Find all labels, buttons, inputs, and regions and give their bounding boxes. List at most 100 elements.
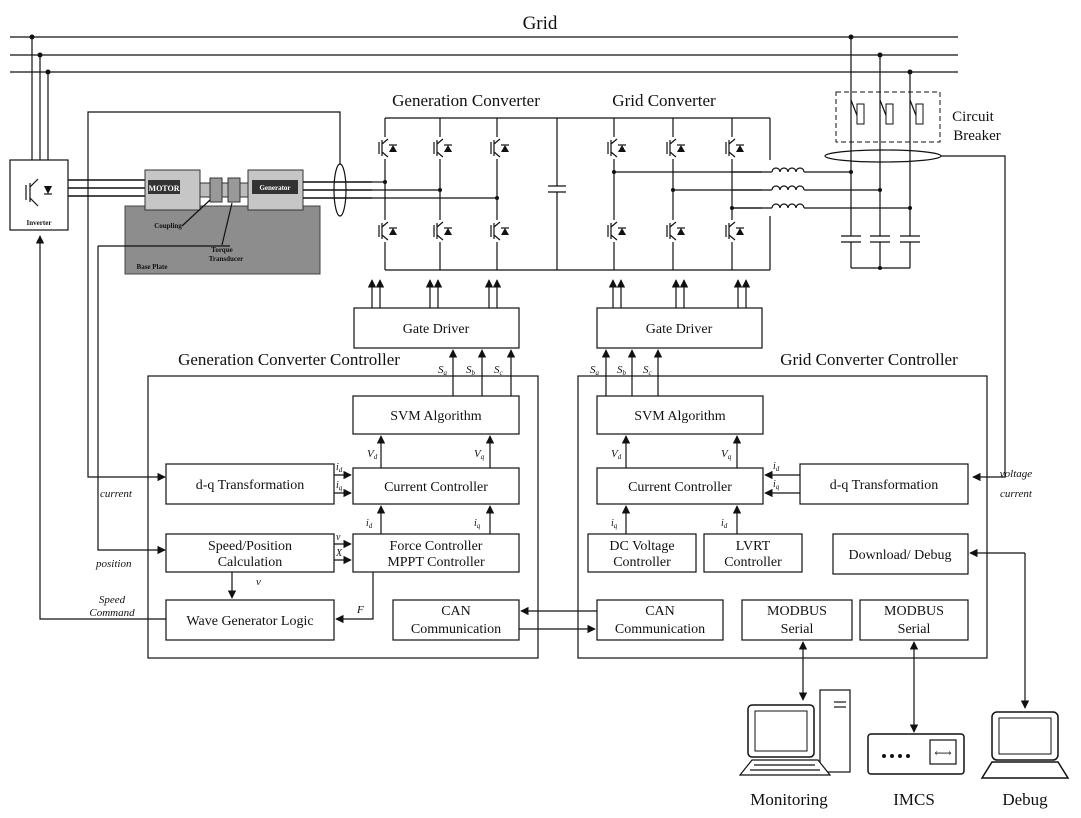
monitoring-computer: Monitoring bbox=[738, 689, 851, 809]
x-signal: X bbox=[335, 548, 343, 559]
igbt-switch-icon bbox=[490, 221, 509, 241]
current-ctrl-left-label: Current Controller bbox=[384, 480, 488, 495]
vd-right: Vd bbox=[611, 448, 622, 461]
grid-converter-bridge: Grid Converter bbox=[605, 91, 771, 270]
f-signal: F bbox=[356, 604, 364, 616]
speed-pos-label-1: Speed/Position bbox=[208, 539, 292, 554]
lvrt-label-1: LVRT bbox=[736, 539, 771, 554]
generation-converter-label: Generation Converter bbox=[392, 91, 540, 110]
can-left-label-2: Communication bbox=[411, 622, 501, 637]
coupling-label: Coupling bbox=[154, 222, 182, 230]
gate-driver-left-label: Gate Driver bbox=[403, 322, 470, 337]
can-left-label-1: CAN bbox=[441, 604, 471, 619]
download-debug-label: Download/ Debug bbox=[848, 548, 951, 563]
gate-driver-right: Gate Driver bbox=[596, 307, 763, 349]
igbt-switch-icon bbox=[490, 138, 509, 158]
sb-right: Sb bbox=[617, 364, 627, 377]
sc-left: Sc bbox=[494, 364, 504, 377]
id-left: id bbox=[336, 462, 343, 474]
iq-ref-left: iq bbox=[474, 518, 481, 530]
transducer-label: Transducer bbox=[209, 255, 243, 263]
can-right-label-1: CAN bbox=[645, 604, 675, 619]
lvrt-label-2: Controller bbox=[724, 555, 782, 570]
id-ref-right: id bbox=[721, 518, 728, 530]
vd-left: Vd bbox=[367, 448, 378, 461]
igbt-switch-icon bbox=[433, 221, 452, 241]
dq-left-label: d-q Transformation bbox=[196, 478, 305, 493]
breaker-label-2: Breaker bbox=[953, 128, 1000, 144]
gate-signal-arrows bbox=[367, 279, 751, 308]
igbt-switch-icon bbox=[433, 138, 452, 158]
igbt-switch-icon bbox=[666, 221, 685, 241]
torque-label: Torque bbox=[211, 246, 232, 254]
base-plate-label: Base Plate bbox=[137, 263, 168, 271]
force-ctrl-label-1: Force Controller bbox=[390, 539, 483, 554]
grid-filter bbox=[732, 37, 1006, 482]
modbus-1-label-2: Serial bbox=[781, 622, 814, 637]
wave-gen-label: Wave Generator Logic bbox=[186, 614, 313, 629]
svm-left-label: SVM Algorithm bbox=[390, 409, 482, 424]
id-ref-left: id bbox=[366, 518, 373, 530]
dc-voltage-label-2: Controller bbox=[613, 555, 671, 570]
sa-left: Sa bbox=[438, 364, 448, 377]
current-right-label: current bbox=[1000, 488, 1033, 500]
imcs-device: ⟷ IMCS bbox=[867, 733, 965, 809]
debug-label: Debug bbox=[1002, 790, 1048, 809]
monitoring-label: Monitoring bbox=[750, 790, 828, 809]
v-signal: v bbox=[336, 532, 341, 543]
force-ctrl-label-2: MPPT Controller bbox=[387, 555, 485, 570]
igbt-switch-icon bbox=[607, 138, 626, 158]
imcs-label: IMCS bbox=[893, 790, 935, 809]
grid-bus: Grid bbox=[10, 13, 958, 160]
arrows-icon: ⟷ bbox=[934, 746, 951, 760]
position-label: position bbox=[95, 558, 132, 570]
iq-right: iq bbox=[773, 479, 780, 491]
igbt-switch-icon bbox=[725, 221, 744, 241]
modbus-2-label-2: Serial bbox=[898, 622, 931, 637]
speed-pos-label-2: Calculation bbox=[218, 555, 283, 570]
igbt-switch-icon bbox=[725, 138, 744, 158]
modbus-2-label-1: MODBUS bbox=[884, 604, 944, 619]
svm-right-label: SVM Algorithm bbox=[634, 409, 726, 424]
igbt-switch-icon bbox=[378, 221, 397, 241]
grid-label: Grid bbox=[523, 13, 558, 34]
vq-right: Vq bbox=[721, 448, 732, 461]
test-rig: MOTOR Generator Coupling Torque Transduc… bbox=[124, 169, 321, 275]
current-label: current bbox=[100, 488, 133, 500]
motor-label: MOTOR bbox=[149, 184, 180, 193]
igbt-switches bbox=[378, 138, 744, 241]
dq-right-label: d-q Transformation bbox=[830, 478, 939, 493]
dc-voltage-label-1: DC Voltage bbox=[609, 539, 674, 554]
voltage-label: voltage bbox=[1000, 468, 1032, 480]
igbt-switch-icon bbox=[378, 138, 397, 158]
inverter-block: Inverter bbox=[9, 159, 69, 231]
current-ctrl-right-label: Current Controller bbox=[628, 480, 732, 495]
vq-left: Vq bbox=[474, 448, 485, 461]
can-right-label-2: Communication bbox=[615, 622, 705, 637]
dc-link-capacitor bbox=[548, 118, 566, 270]
sb-left: Sb bbox=[466, 364, 476, 377]
speed-command-label-1: Speed bbox=[99, 594, 126, 606]
speed-command-label-2: Command bbox=[89, 607, 135, 619]
generator-label: Generator bbox=[259, 184, 290, 192]
iq-ref-right: iq bbox=[611, 518, 618, 530]
debug-laptop: Debug bbox=[980, 711, 1070, 809]
grid-converter-label: Grid Converter bbox=[612, 91, 716, 110]
igbt-switch-icon bbox=[607, 221, 626, 241]
gate-driver-right-label: Gate Driver bbox=[646, 322, 713, 337]
sa-right: Sa bbox=[590, 364, 600, 377]
igbt-switch-icon bbox=[666, 138, 685, 158]
iq-left: iq bbox=[336, 480, 343, 492]
generation-converter-bridge: Generation Converter bbox=[372, 91, 770, 271]
grid-converter-controller: Grid Converter Controller Sa Sb Sc SVM A… bbox=[577, 349, 988, 659]
id-right: id bbox=[773, 461, 780, 473]
v-out-signal: v bbox=[256, 576, 261, 588]
sc-right: Sc bbox=[643, 364, 653, 377]
grid-controller-title: Grid Converter Controller bbox=[780, 350, 958, 369]
circuit-breaker: Circuit Breaker bbox=[835, 91, 1001, 144]
inverter-label: Inverter bbox=[27, 219, 52, 227]
generation-converter-controller: Generation Converter Controller Sa Sb Sc… bbox=[147, 349, 539, 659]
gen-controller-title: Generation Converter Controller bbox=[178, 350, 400, 369]
gate-driver-left: Gate Driver bbox=[353, 307, 520, 349]
